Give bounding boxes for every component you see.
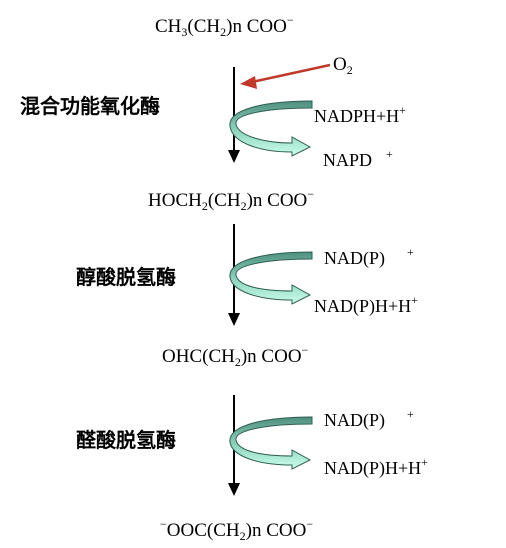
cofactor-curve-2 bbox=[229, 251, 313, 305]
enzyme-mixed-function-oxidase: 混合功能氧化酶 bbox=[20, 94, 160, 118]
cofactor-nadph-out-2: NAD(P)H+H+ bbox=[314, 293, 418, 316]
cofactor-curve-3 bbox=[229, 416, 313, 470]
oxygen-label: O2 bbox=[333, 54, 353, 77]
cofactor-nadph-out-3: NAD(P)H+H+ bbox=[324, 455, 428, 478]
main-arrow-1 bbox=[228, 67, 240, 163]
compound-hydroxy-acid: HOCH2(CH2)n COO− bbox=[148, 187, 315, 213]
cofactor-nadp-in-3: NAD(P)+ bbox=[324, 407, 414, 430]
compound-dicarboxylic-acid: −OOC(CH2)n COO− bbox=[160, 517, 314, 543]
cofactor-nadph-in: NADPH+H+ bbox=[314, 103, 406, 126]
compound-aldehyde-acid: OHC(CH2)n COO− bbox=[162, 343, 309, 369]
enzyme-aldehyde-dehydrogenase: 醛酸脱氢酶 bbox=[76, 428, 176, 452]
cofactor-napd-out: NAPD+ bbox=[323, 147, 393, 170]
cofactor-nadp-in-2: NAD(P)+ bbox=[324, 245, 414, 268]
cofactor-curve-1 bbox=[229, 100, 313, 157]
enzyme-alcohol-dehydrogenase: 醇酸脱氢酶 bbox=[76, 265, 176, 289]
oxygen-arrow bbox=[240, 63, 331, 89]
compound-fatty-acid: CH3(CH2)n COO− bbox=[155, 13, 294, 39]
